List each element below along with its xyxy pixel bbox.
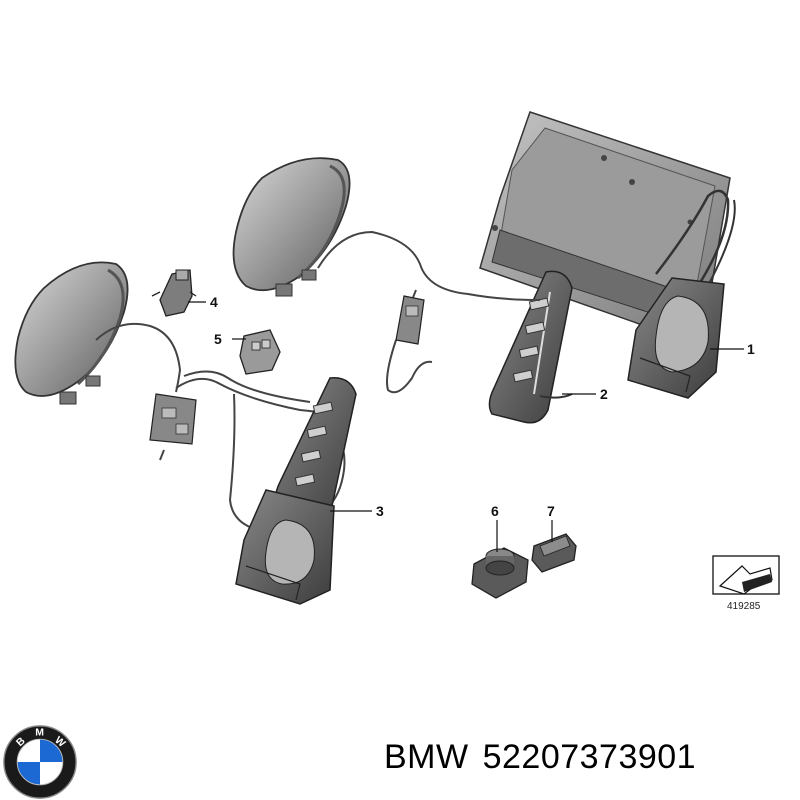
part-7-rocker-switch (531, 533, 577, 573)
part-3-module-base (235, 489, 335, 605)
reference-number: 419285 (727, 601, 761, 612)
part-2-bladder (488, 270, 573, 424)
callout-1: 1 (747, 341, 755, 357)
callout-3: 3 (376, 503, 384, 519)
reference-box (712, 555, 780, 595)
harness-connectors (149, 295, 425, 445)
brand-name: BMW (384, 738, 469, 776)
part-4-bracket (151, 269, 197, 317)
headrest-right (232, 157, 351, 297)
bmw-logo: B M W (3, 725, 77, 799)
part-6-knob-switch (471, 547, 529, 599)
part-5-clip (239, 329, 281, 375)
svg-text:M: M (35, 727, 44, 738)
headrest-left (14, 261, 129, 405)
leader-lines (188, 301, 744, 552)
callout-5: 5 (214, 331, 222, 347)
part-number: 52207373901 (482, 738, 697, 776)
callout-4: 4 (210, 294, 218, 310)
callout-6: 6 (491, 503, 499, 519)
callout-2: 2 (600, 386, 608, 402)
part-label: BMW 52207373901 (384, 738, 696, 777)
callout-7: 7 (547, 503, 555, 519)
